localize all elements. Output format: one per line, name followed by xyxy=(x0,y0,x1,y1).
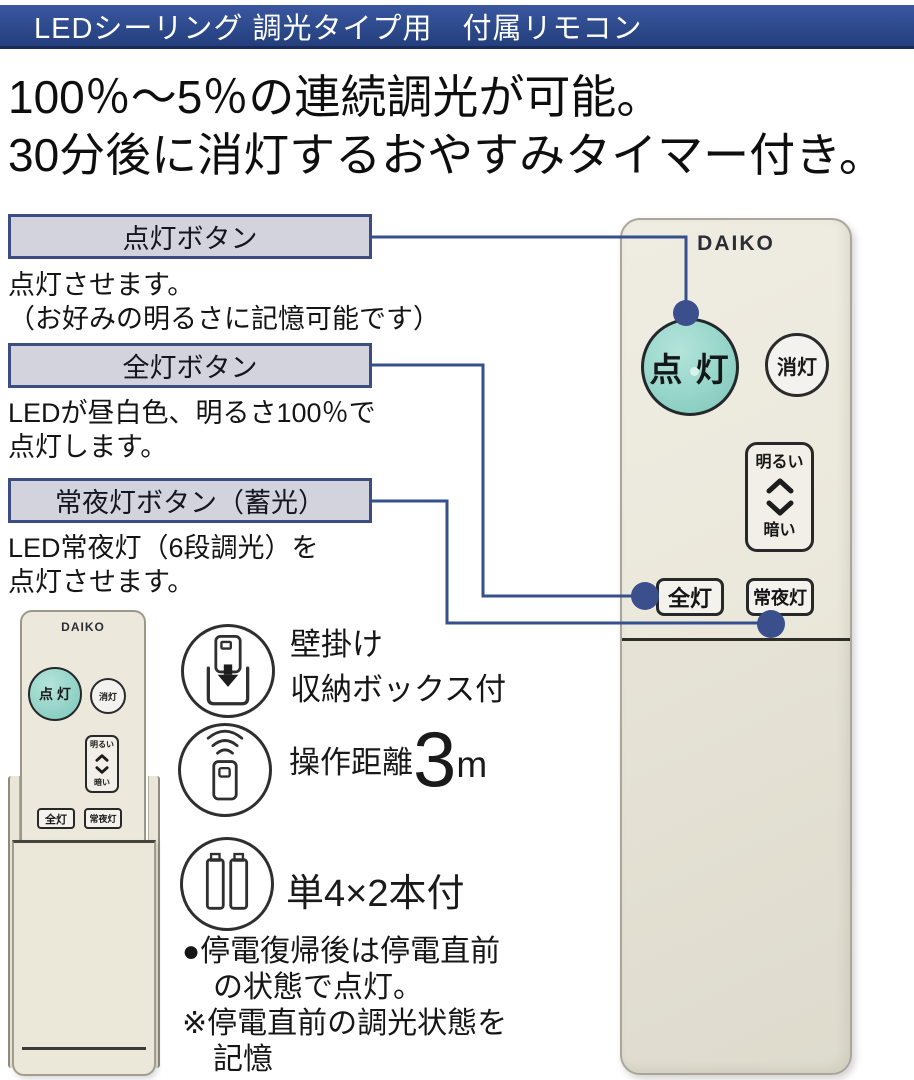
mini-night-light-button: 常夜灯 xyxy=(84,808,122,829)
mini-full-light-label: 全灯 xyxy=(45,813,67,826)
remote-seam-line xyxy=(622,638,850,641)
callout-full-desc-line2: 点灯します。 xyxy=(8,432,168,462)
mini-power-on-button: 点 灯 xyxy=(28,667,82,721)
distance-prefix: 操作距離 xyxy=(289,744,413,780)
note-line-2: の状態で点灯。 xyxy=(213,971,423,1004)
callout-on-button-title: 点灯ボタン xyxy=(122,224,258,254)
brighter-label: 明るい xyxy=(755,454,804,472)
mini-brand-logo: DAIKO xyxy=(61,620,105,634)
chevron-up-icon xyxy=(95,754,109,762)
callout-night-desc-line1: LED常夜灯（6段調光）を xyxy=(8,533,319,563)
mini-brightness-rocker: 明るい 暗い xyxy=(85,735,119,793)
header-bar: LEDシーリング 調光タイプ用 付属リモコン xyxy=(0,5,914,49)
wall-box-lip-line xyxy=(22,1047,146,1050)
remote-signal-icon xyxy=(206,729,244,801)
mini-remote: DAIKO 点 灯 消灯 明るい 暗い 全灯 常夜灯 xyxy=(20,610,146,844)
feature-wallbox-label: 壁掛け 収納ボックス付 xyxy=(290,622,506,712)
feature-batteries-label: 単4×2本付 xyxy=(286,873,465,915)
feature-distance-circle xyxy=(178,723,272,817)
remote-lower-body xyxy=(622,641,850,1074)
mini-power-off-label: 消灯 xyxy=(98,691,117,702)
callout-full-desc-line1: LEDが昼白色、明るさ100％で xyxy=(8,398,376,428)
night-light-label: 常夜灯 xyxy=(753,588,807,608)
power-on-button: 点 灯 xyxy=(641,318,739,416)
note-line-3: ※停電直前の調光状態を xyxy=(182,1007,508,1040)
chevron-down-icon xyxy=(95,766,109,774)
feature-distance-label: 操作距離 3 m xyxy=(289,715,488,803)
callout-on-button: 点灯ボタン xyxy=(8,214,372,259)
mini-night-light-label: 常夜灯 xyxy=(89,814,117,824)
batteries-icon xyxy=(205,852,249,910)
power-off-label: 消灯 xyxy=(777,356,817,379)
callout-night-button: 常夜灯ボタン（蓄光） xyxy=(8,478,372,523)
callout-full-button: 全灯ボタン xyxy=(8,343,372,388)
callout-on-desc-line1: 点灯させます。 xyxy=(8,270,195,300)
mini-brighter-label: 明るい xyxy=(90,740,114,750)
wall-box-front xyxy=(12,840,156,1076)
brand-logo: DAIKO xyxy=(697,232,775,255)
headline-line-2: 30分後に消灯するおやすみタイマー付き。 xyxy=(8,129,885,181)
night-light-button: 常夜灯 xyxy=(746,578,814,616)
callout-night-desc-line2: 点灯させます。 xyxy=(8,567,195,597)
wall-mounted-remote-image: DAIKO 点 灯 消灯 明るい 暗い 全灯 常夜灯 xyxy=(8,608,160,1076)
feature-wallbox-line2: 収納ボックス付 xyxy=(290,672,507,707)
callout-on-button-desc: 点灯させます。 （お好みの明るさに記憶可能です） xyxy=(8,268,440,336)
headline: 100％～5％の連続調光が可能。 30分後に消灯するおやすみタイマー付き。 xyxy=(8,68,885,184)
glow-indicator-dot xyxy=(690,367,699,376)
power-off-button: 消灯 xyxy=(765,333,829,397)
note-line-1: ●停電復帰後は停電直前 xyxy=(182,935,501,968)
mini-power-on-label: 点 灯 xyxy=(39,686,71,702)
callout-full-button-desc: LEDが昼白色、明るさ100％で 点灯します。 xyxy=(8,396,376,464)
callout-full-button-title: 全灯ボタン xyxy=(122,353,258,383)
distance-unit: m xyxy=(456,743,488,785)
full-light-button: 全灯 xyxy=(656,578,724,616)
notes: ●停電復帰後は停電直前 の状態で点灯。 ※停電直前の調光状態を 記憶 xyxy=(182,934,507,1078)
darker-label: 暗い xyxy=(763,521,796,539)
wall-mount-box-icon xyxy=(206,634,250,706)
page-title: LEDシーリング 調光タイプ用 付属リモコン xyxy=(34,12,643,45)
mini-darker-label: 暗い xyxy=(94,777,110,787)
brightness-rocker: 明るい 暗い xyxy=(745,442,814,552)
feature-wallbox-circle xyxy=(181,624,275,718)
headline-line-1: 100％～5％の連続調光が可能。 xyxy=(8,71,663,123)
callout-night-button-desc: LED常夜灯（6段調光）を 点灯させます。 xyxy=(8,531,319,599)
note-line-4: 記憶 xyxy=(213,1043,273,1076)
mini-power-off-button: 消灯 xyxy=(90,678,126,714)
full-light-label: 全灯 xyxy=(667,586,712,611)
mini-full-light-button: 全灯 xyxy=(37,808,75,829)
chevron-down-icon xyxy=(766,500,793,516)
callout-on-desc-line2: （お好みの明るさに記憶可能です） xyxy=(8,304,440,334)
callout-night-button-title: 常夜灯ボタン（蓄光） xyxy=(55,488,325,518)
distance-value: 3 xyxy=(413,715,456,803)
feature-wallbox-line1: 壁掛け xyxy=(290,627,383,662)
chevron-up-icon xyxy=(766,478,793,494)
remote-control-image: DAIKO 点 灯 消灯 明るい 暗い 全灯 常夜灯 xyxy=(620,218,852,1075)
power-on-label: 点 灯 xyxy=(649,351,731,388)
feature-batteries-circle xyxy=(180,837,274,931)
